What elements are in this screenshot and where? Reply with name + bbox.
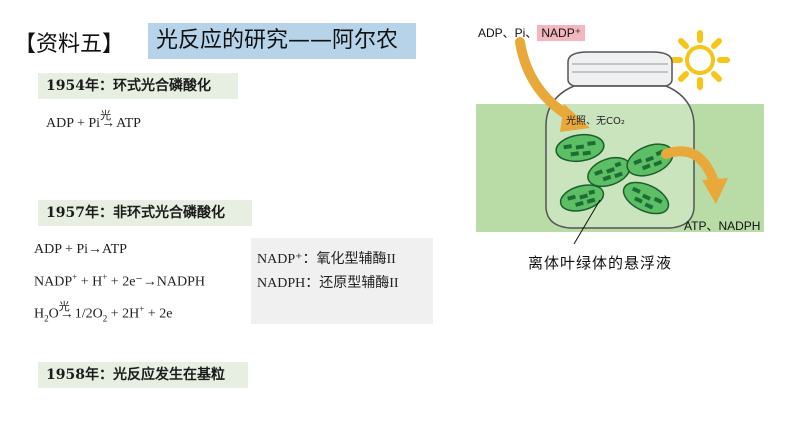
eq1-reactants: ADP + Pi: [46, 116, 101, 131]
chloroplast: [587, 156, 631, 188]
input-arrow: [515, 37, 590, 132]
chloroplast: [559, 184, 605, 212]
eq3-nadp: NADP: [34, 274, 73, 290]
eq3-h: + H: [77, 274, 103, 290]
eq4-oxygen: 1/2O: [74, 306, 103, 322]
diagram-caption: 离体叶绿体的悬浮液: [528, 254, 673, 272]
eq4-proton: + 2H: [107, 306, 140, 322]
chloroplast-cluster: [555, 133, 674, 215]
jar-diagram: [515, 30, 730, 245]
material-label: 【资料五】: [14, 32, 125, 57]
input-nadp-badge: NADP⁺: [537, 25, 586, 41]
caption-pointer-line: [573, 199, 601, 245]
eq4-light-condition: 光: [58, 299, 70, 313]
eq1-light-condition: 光: [100, 109, 112, 122]
slide-title: 光反应的研究——阿尔农: [148, 23, 416, 59]
jar-condition-label: 光照、无CO₂: [566, 116, 625, 127]
eq1-product: ATP: [116, 116, 141, 131]
sun-icon: [670, 30, 730, 90]
chloroplast: [555, 133, 605, 163]
section-1958-title: 1958年：光反应发生在基粒: [38, 362, 248, 388]
section-1954-title: 1954年：环式光合磷酸化: [38, 73, 238, 99]
section-1957-title: 1957年：非环式光合磷酸化: [38, 200, 252, 226]
note-nadp-oxidized: NADP⁺：氧化型辅酶II: [257, 252, 396, 267]
input-label: ADP、Pi、NADP⁺: [478, 24, 586, 41]
cofactor-notes: NADP⁺：氧化型辅酶II NADPH：还原型辅酶II: [251, 238, 433, 324]
eq3-rest: + 2e⁻→NADPH: [107, 274, 206, 290]
note-nadph-reduced: NADPH：还原型辅酶II: [257, 276, 399, 291]
output-label: ATP、NADPH: [684, 219, 761, 233]
equation-atp: ADP + Pi→ATP: [34, 242, 127, 257]
equation-water-photolysis: H2O 光→1/2O2 + 2H+ + 2e: [34, 299, 173, 324]
chloroplast: [622, 181, 670, 215]
equation-nadph: NADP+ + H+ + 2e⁻→NADPH: [34, 272, 206, 290]
eq4-o: O: [48, 306, 59, 322]
eq4-electron: + 2e: [144, 306, 173, 322]
equation-cyclic: ADP + Pi 光→ATP: [46, 109, 141, 131]
eq4-h: H: [34, 306, 45, 322]
output-arrow: [661, 146, 728, 204]
input-adp-pi: ADP、Pi、: [478, 26, 538, 40]
